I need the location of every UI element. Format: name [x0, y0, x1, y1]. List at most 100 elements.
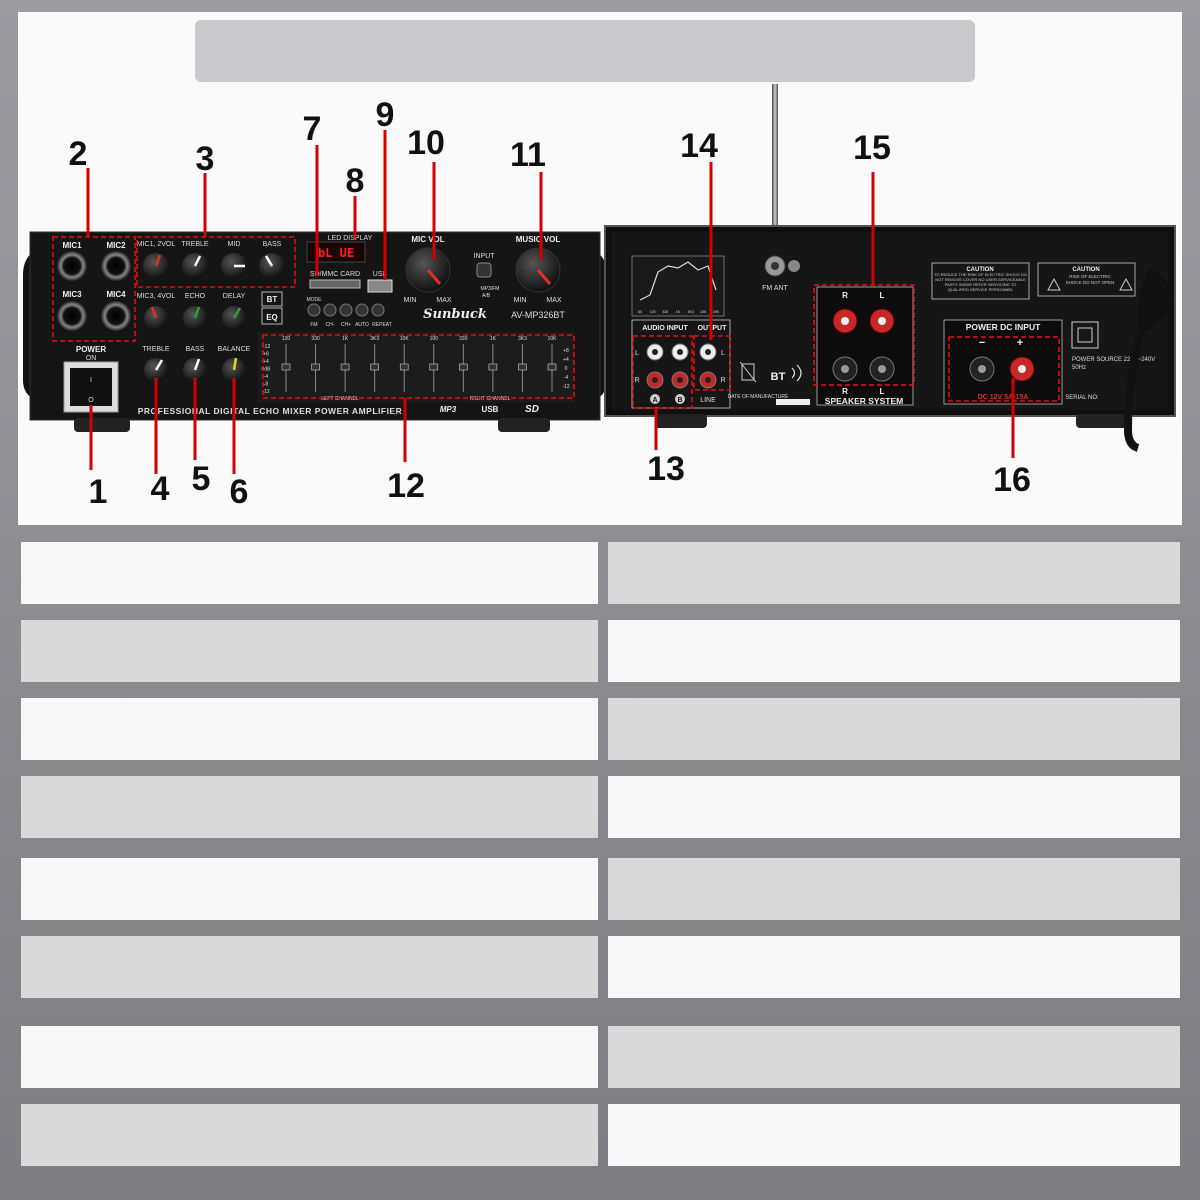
eq-frequency-label: 3K3	[518, 336, 527, 342]
ch-minus-label: CH-	[326, 322, 335, 328]
eq-db-label: -4	[264, 374, 269, 380]
eq-db-label: -4	[564, 375, 569, 381]
mic3-jack[interactable]	[57, 301, 87, 331]
sd-logo: SD	[525, 404, 539, 415]
callout-16: 16	[993, 461, 1031, 499]
table-row	[18, 776, 1182, 838]
eq-frequency-label: 10K	[400, 336, 410, 342]
table-cell	[21, 698, 598, 760]
eq-slider-handle[interactable]	[488, 363, 498, 371]
eq-frequency-label: 3K3	[370, 336, 379, 342]
eq-slider-handle[interactable]	[281, 363, 291, 371]
eq-slider-handle[interactable]	[459, 363, 468, 371]
eq-curve-line	[639, 261, 717, 301]
eq-sliders	[281, 344, 557, 392]
eq-curve-graphic	[631, 255, 725, 317]
eq-curve-frequency-label: 10K	[700, 310, 707, 314]
callout-9: 9	[376, 96, 395, 134]
bottom-bass-label: BASS	[186, 346, 205, 353]
warning-triangle-icon	[1047, 277, 1061, 291]
input-button[interactable]	[476, 262, 492, 278]
callout-2: 2	[69, 135, 88, 173]
title-banner	[195, 20, 975, 82]
eq-slider-handle[interactable]	[370, 363, 379, 371]
bottom-treble-label: TREBLE	[142, 346, 170, 353]
highlight-equalizer	[262, 334, 575, 399]
mic4-jack[interactable]	[101, 301, 131, 331]
top-knobs	[143, 253, 285, 279]
serial-no-label: SERIAL NO:	[1065, 395, 1099, 401]
sd-card-slot[interactable]	[309, 279, 361, 289]
highlight-audio-input	[632, 335, 693, 409]
caution-2-title: CAUTION	[1072, 267, 1099, 273]
callout-10: 10	[407, 124, 445, 162]
input-mode-mp3fm: MP3/FM	[481, 286, 500, 292]
eq-slider-handle[interactable]	[340, 363, 350, 371]
power-o-label: O	[88, 397, 94, 404]
weee-bin-icon	[741, 363, 755, 381]
input-mode-ab: A/B	[482, 293, 491, 299]
callout-3: 3	[196, 140, 215, 178]
eq-db-right-scale: +8+40-4-12	[562, 348, 569, 390]
mic2-jack[interactable]	[101, 251, 131, 281]
next-button[interactable]	[339, 303, 353, 317]
table-cell	[608, 542, 1180, 604]
callout-8: 8	[346, 162, 365, 200]
led-readout: bL UE	[318, 246, 354, 260]
music-vol-max: MAX	[546, 297, 562, 304]
speaker-l-top-label: L	[880, 291, 885, 300]
bt-rear-label: BT	[771, 371, 786, 383]
eq-db-label: -12	[562, 384, 569, 390]
caution-1-text: TO REDUCE THE RISK OF ELECTRIC SHOCK DO …	[934, 272, 1027, 292]
bt-badge	[261, 291, 283, 307]
eq-slider-handle[interactable]	[429, 363, 439, 371]
power-source-box: POWER SOURCE 220V~240V 50Hz	[1072, 357, 1155, 371]
audio-input-label: AUDIO INPUT	[642, 325, 688, 332]
dc-spec-label: DC 12V 5A-15A	[978, 394, 1029, 401]
eq-curve-frequency-label: 330	[662, 310, 668, 314]
mode-button[interactable]	[307, 303, 321, 317]
usb-port[interactable]	[367, 279, 393, 293]
eq-slider-handle[interactable]	[547, 363, 557, 371]
repeat-button[interactable]	[371, 303, 385, 317]
mode-buttons	[307, 303, 385, 317]
table-cell	[21, 776, 598, 838]
play-pause-button[interactable]	[355, 303, 369, 317]
power-on-label: ON	[86, 355, 97, 362]
bt-badge-label: BT	[267, 295, 278, 304]
input-b-label: B	[677, 397, 682, 404]
eq-frequency-label: 1K	[342, 336, 349, 342]
callout-1: 1	[89, 473, 108, 511]
table-cell	[21, 936, 598, 998]
input-label: INPUT	[474, 253, 496, 260]
fm-label: FM	[310, 322, 317, 328]
brand-logo: Sunbuck	[423, 307, 487, 322]
mic-jack-group: MIC1 MIC2 MIC3 MIC4	[57, 241, 131, 331]
table-row	[18, 1026, 1182, 1088]
mic1-jack[interactable]	[57, 251, 87, 281]
power-switch[interactable]	[70, 368, 112, 406]
callout-12: 12	[387, 467, 425, 505]
prev-button[interactable]	[323, 303, 337, 317]
mid-label: MID	[228, 241, 241, 248]
table-row	[18, 542, 1182, 604]
eq-slider-handle[interactable]	[311, 363, 320, 371]
double-insulation-icon	[1071, 321, 1099, 349]
table-cell	[21, 1026, 598, 1088]
table-row	[18, 698, 1182, 760]
table-cell	[21, 858, 598, 920]
eq-slider-handle[interactable]	[399, 363, 409, 371]
table-cell	[21, 620, 598, 682]
eq-db-label: 0dB	[262, 367, 272, 373]
eq-frequency-label: 10K	[548, 336, 558, 342]
eq-slider-handle[interactable]	[518, 363, 527, 371]
usb-label: USB	[373, 271, 388, 278]
led-display-label: LED DISPLAY	[328, 235, 373, 242]
echo-label: ECHO	[185, 293, 206, 300]
caution-2-text-box: RISK OF ELECTRIC SHOCK DO NOT OPEN	[1066, 274, 1115, 285]
output-r-label: R	[720, 377, 725, 384]
led-display	[306, 241, 366, 263]
eq-db-label: +12	[262, 344, 271, 350]
